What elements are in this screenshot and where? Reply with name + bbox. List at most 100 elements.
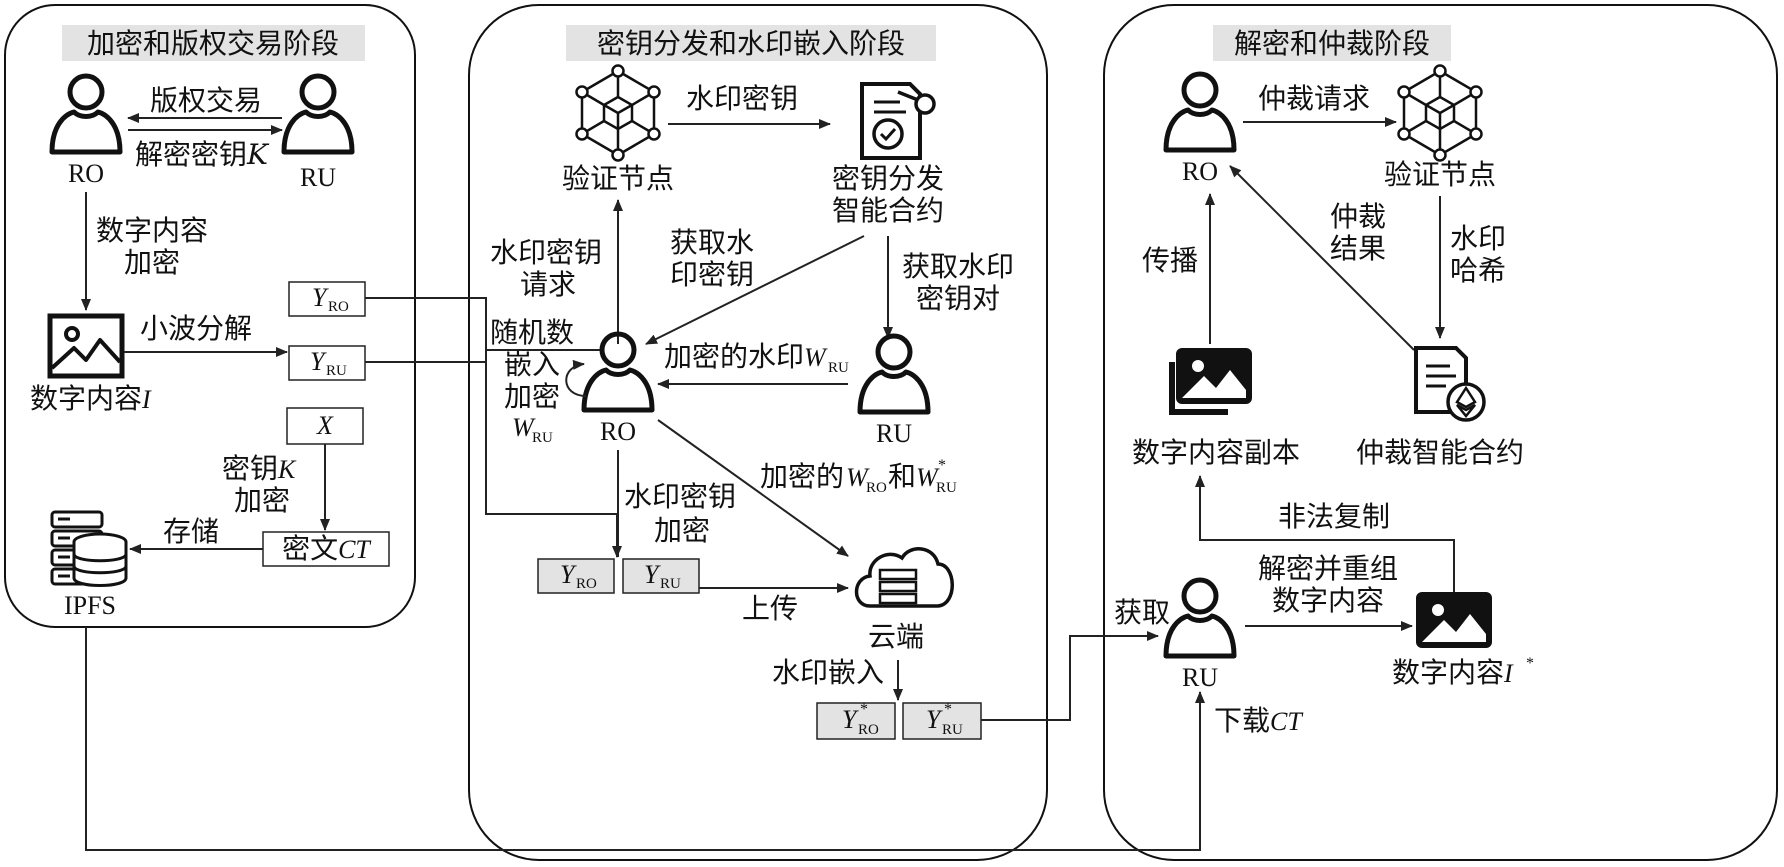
wm-request-label-1: 水印密钥 <box>490 236 602 269</box>
right-panel <box>1103 4 1778 861</box>
download-connector <box>85 627 1205 851</box>
arb-request-label: 仲裁请求 <box>1258 82 1370 115</box>
encrypted-wm-var: W <box>804 343 828 372</box>
server-database-icon <box>50 510 128 587</box>
encrypted-and-label: 和 <box>888 460 916 493</box>
decrypt-label-1: 解密并重组 <box>1258 552 1398 585</box>
y-ru-var: Y <box>310 347 327 376</box>
download-label: 下载CT <box>1214 704 1303 737</box>
person-icon <box>584 334 652 410</box>
encrypt-content-label-1: 数字内容 <box>96 214 208 247</box>
verify-node-label: 验证节点 <box>562 162 674 195</box>
store-label: 存储 <box>163 515 219 548</box>
random-label-1: 随机数 <box>490 316 574 349</box>
wavelet-label: 小波分解 <box>140 312 252 345</box>
star-y-ru-box <box>902 702 982 740</box>
wm-embed-label: 水印嵌入 <box>772 656 884 689</box>
decrypt-label-2: 数字内容 <box>1272 584 1384 617</box>
w-ru-sub: RU <box>532 430 553 446</box>
acquire-label: 获取 <box>1114 596 1170 629</box>
upload-label: 上传 <box>742 592 798 625</box>
person-icon <box>860 336 928 412</box>
y-ru-connector <box>365 349 600 363</box>
illegal-copy-label: 非法复制 <box>1278 500 1390 533</box>
blockchain-node-icon <box>1397 64 1483 162</box>
g-y-ro-var: Y <box>560 560 577 589</box>
person-icon <box>284 76 352 152</box>
left-ru-label: RU <box>300 163 336 192</box>
get-wm-key-label-2: 印密钥 <box>670 258 754 291</box>
illegal-copy-arrow <box>1195 475 1455 592</box>
y-ro-var: Y <box>312 283 329 312</box>
ipfs-label: IPFS <box>64 591 116 620</box>
x-label: X <box>316 411 334 440</box>
trade-label: 版权交易 <box>150 84 262 117</box>
to-cloud-arrow <box>657 419 849 557</box>
wm-request-label-2: 请求 <box>520 268 576 301</box>
g-y-ro-sub: RO <box>576 576 597 592</box>
star-y-ru-var: Y <box>926 705 943 734</box>
random-label-2: 嵌入 <box>504 348 560 381</box>
left-panel-title: 加密和版权交易阶段 <box>87 27 339 60</box>
blockchain-node-icon <box>575 64 661 162</box>
arb-result-arrow <box>1229 165 1415 351</box>
key-encrypt-label-2: 加密 <box>234 484 290 517</box>
ciphertext-label: 密文CT <box>282 532 371 565</box>
decrypt-key-label: 解密密钥K <box>135 138 270 171</box>
w-ru-var: W <box>512 413 536 442</box>
wm-key-encrypt-label-2: 加密 <box>654 514 710 547</box>
wm-key-label: 水印密钥 <box>686 82 798 115</box>
y-ru-box <box>288 345 366 381</box>
contract-label-1: 密钥分发 <box>832 162 944 195</box>
middle-panel-title: 密钥分发和水印嵌入阶段 <box>597 27 905 60</box>
middle-panel <box>468 4 1048 861</box>
image-icon <box>50 316 122 376</box>
wm-hash-label-1: 水印 <box>1450 222 1506 255</box>
contract-label-2: 智能合约 <box>832 194 944 227</box>
encrypt-content-label-2: 加密 <box>124 246 180 279</box>
encrypted-w-label: 加密的 <box>760 460 844 493</box>
content-i-label: 数字内容I <box>30 382 152 415</box>
right-ru-label: RU <box>1182 663 1218 692</box>
self-embed-arrow <box>565 359 587 397</box>
wm-hash-label-2: 哈希 <box>1450 254 1506 287</box>
acquire-connector <box>981 631 1159 721</box>
get-wm-key-label-1: 获取水 <box>670 226 754 259</box>
key-encrypt-label-1: 密钥K <box>222 452 297 485</box>
g-y-ru-box <box>622 558 700 594</box>
arb-result-label-1: 仲裁 <box>1330 200 1386 233</box>
left-panel <box>4 4 416 628</box>
encrypted-w-ru-sub: RU <box>936 480 957 496</box>
right-title-bg <box>1213 25 1451 61</box>
ciphertext-box <box>262 531 390 567</box>
encrypted-w-ro-sub: RO <box>866 480 887 496</box>
cloud-label: 云端 <box>868 620 924 653</box>
left-ro-label: RO <box>68 159 104 188</box>
spread-label: 传播 <box>1142 244 1198 277</box>
g-y-ru-var: Y <box>644 560 661 589</box>
get-key-pair-label-1: 获取水印 <box>902 250 1014 283</box>
g-y-ru-sub: RU <box>660 576 681 592</box>
star-y-ru-star: * <box>944 701 952 718</box>
arb-result-label-2: 结果 <box>1330 232 1386 265</box>
images-stack-icon <box>1169 348 1252 415</box>
wm-key-encrypt-label-1: 水印密钥 <box>624 480 736 513</box>
star-y-ru-sub: RU <box>942 722 963 738</box>
encrypted-w-ro-var: W <box>846 463 870 492</box>
x-box <box>286 407 364 445</box>
encrypted-w-ru-var: W <box>916 463 940 492</box>
encrypted-w-ru-star: * <box>938 457 946 474</box>
encrypted-wm-label: 加密的水印 <box>664 340 804 373</box>
y-ro-sub: RO <box>328 299 349 315</box>
g-y-ro-box <box>537 558 615 594</box>
image-icon <box>1416 592 1492 648</box>
star-y-ro-star: * <box>860 701 868 718</box>
star-y-ro-box <box>816 702 896 740</box>
y-ru-sub: RU <box>326 363 347 379</box>
cloud-icon <box>854 547 954 608</box>
arb-contract-label: 仲裁智能合约 <box>1356 436 1524 469</box>
right-panel-title: 解密和仲裁阶段 <box>1234 27 1430 60</box>
random-label-3: 加密 <box>504 380 560 413</box>
right-ro-label: RO <box>1182 157 1218 186</box>
